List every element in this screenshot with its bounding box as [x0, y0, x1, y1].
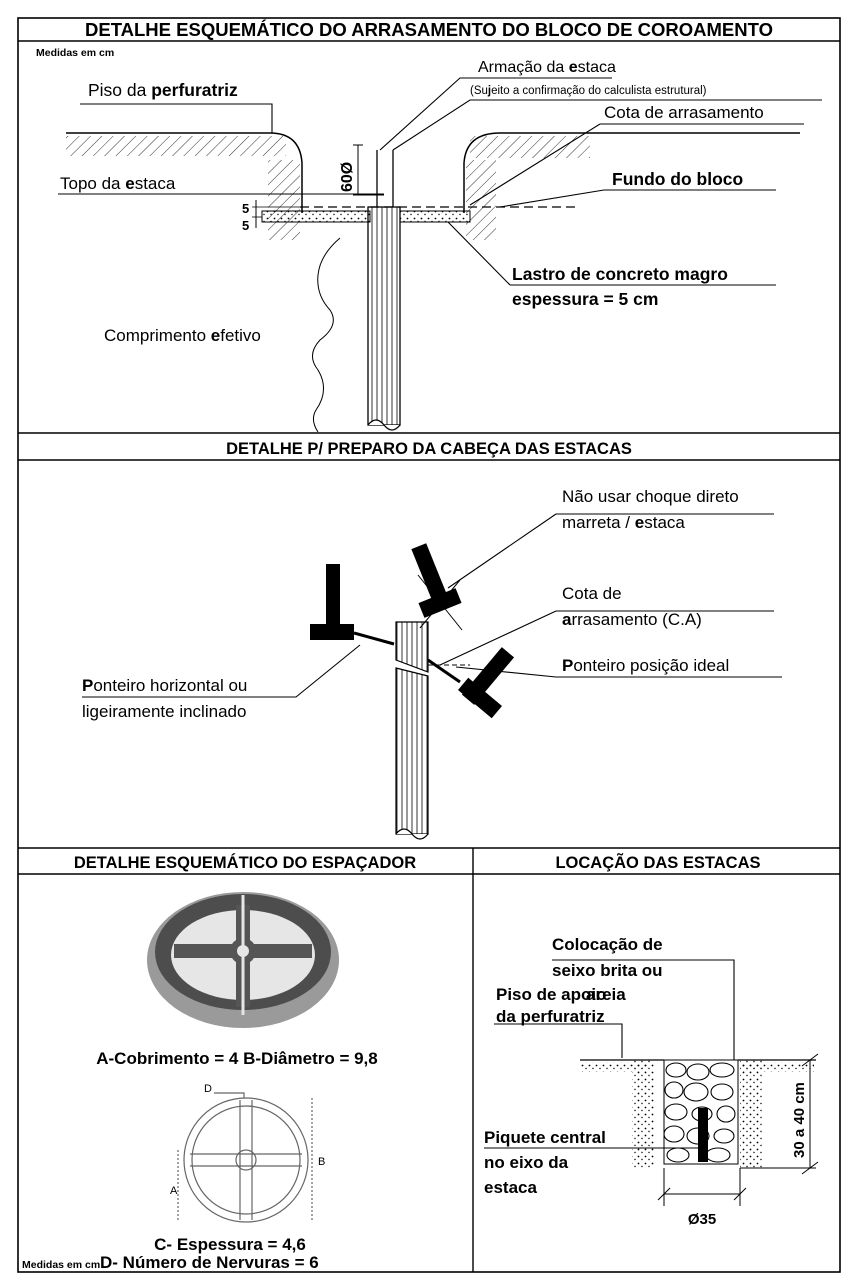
marreta-estaca-label: marreta / estaca [562, 513, 685, 532]
spacer-label-b: B [318, 1156, 325, 1168]
locacao-leader-lines [484, 959, 735, 1149]
diam-35-label: Ø35 [688, 1211, 716, 1228]
dim-5-upper: 5 [242, 201, 249, 216]
cobrimento-diametro-label: A-Cobrimento = 4 B-Diâmetro = 9,8 [96, 1049, 378, 1068]
ponteiro-ideal-label: Ponteiro posição ideal [562, 656, 729, 675]
dim-5-lower: 5 [242, 218, 249, 233]
seixo-label: seixo brita ou [552, 961, 663, 980]
top-units-label: Medidas em cm [36, 47, 114, 59]
locacao-drawing [580, 1053, 819, 1206]
lastro-label: Lastro de concreto magro [512, 264, 728, 284]
frame [17, 17, 841, 1273]
spacer-photo [147, 892, 339, 1028]
sujeito-note: (Sujeito a confirmação do calculista est… [470, 85, 707, 97]
top-title: DETALHE ESQUEMÁTICO DO ARRASAMENTO DO BL… [85, 19, 773, 40]
cota-arrasamento-label: Cota de arrasamento [604, 103, 764, 122]
lastro-espessura-label: espessura = 5 cm [512, 289, 658, 309]
dim-60-phi: 60Ø [339, 162, 356, 192]
top-leader-lines [58, 77, 822, 286]
pile-cap-section-drawing [66, 132, 800, 433]
topo-estaca-label: Topo da estaca [60, 174, 176, 193]
piso-apoio-label: Piso de apoio [496, 985, 607, 1004]
estaca-label: estaca [484, 1178, 537, 1197]
colocacao-label: Colocação de [552, 935, 663, 954]
dim-30-40-label: 30 a 40 cm [791, 1082, 808, 1158]
mid-title: DETALHE P/ PREPARO DA CABEÇA DAS ESTACAS [226, 440, 632, 458]
areia-label: areia [586, 985, 626, 1004]
espessura-label: C- Espessura = 4,6 [154, 1235, 306, 1254]
arrasamento-ca-label: arrasamento (C.A) [562, 610, 702, 629]
piquete-label: Piquete central [484, 1128, 606, 1147]
fundo-bloco-label: Fundo do bloco [612, 169, 743, 189]
spacer-title: DETALHE ESQUEMÁTICO DO ESPAÇADOR [74, 853, 416, 872]
spacer-label-a: A [170, 1185, 178, 1197]
ponteiro-horizontal-label: Ponteiro horizontal ou [82, 676, 247, 695]
ligeiramente-inclinado-label: ligeiramente inclinado [82, 702, 246, 721]
piso-perfuratriz-label: Piso da perfuratriz [88, 80, 238, 100]
eixo-label: no eixo da [484, 1153, 569, 1172]
spacer-drawing [177, 1092, 313, 1223]
nervuras-label: D- Número de Nervuras = 6 [100, 1253, 319, 1272]
pile-head-drawing [310, 543, 515, 840]
cota-de-label: Cota de [562, 584, 622, 603]
comprimento-efetivo-label: Comprimento efetivo [104, 326, 261, 345]
spacer-label-d: D [204, 1083, 212, 1095]
perfuratriz-label: da perfuratriz [496, 1007, 605, 1026]
mid-leader-lines [82, 513, 782, 698]
locacao-title: LOCAÇÃO DAS ESTACAS [555, 852, 760, 872]
armacao-label: Armação da estaca [478, 59, 616, 76]
nao-usar-label: Não usar choque direto [562, 487, 739, 506]
bottom-units-label: Medidas em cm [22, 1259, 100, 1271]
